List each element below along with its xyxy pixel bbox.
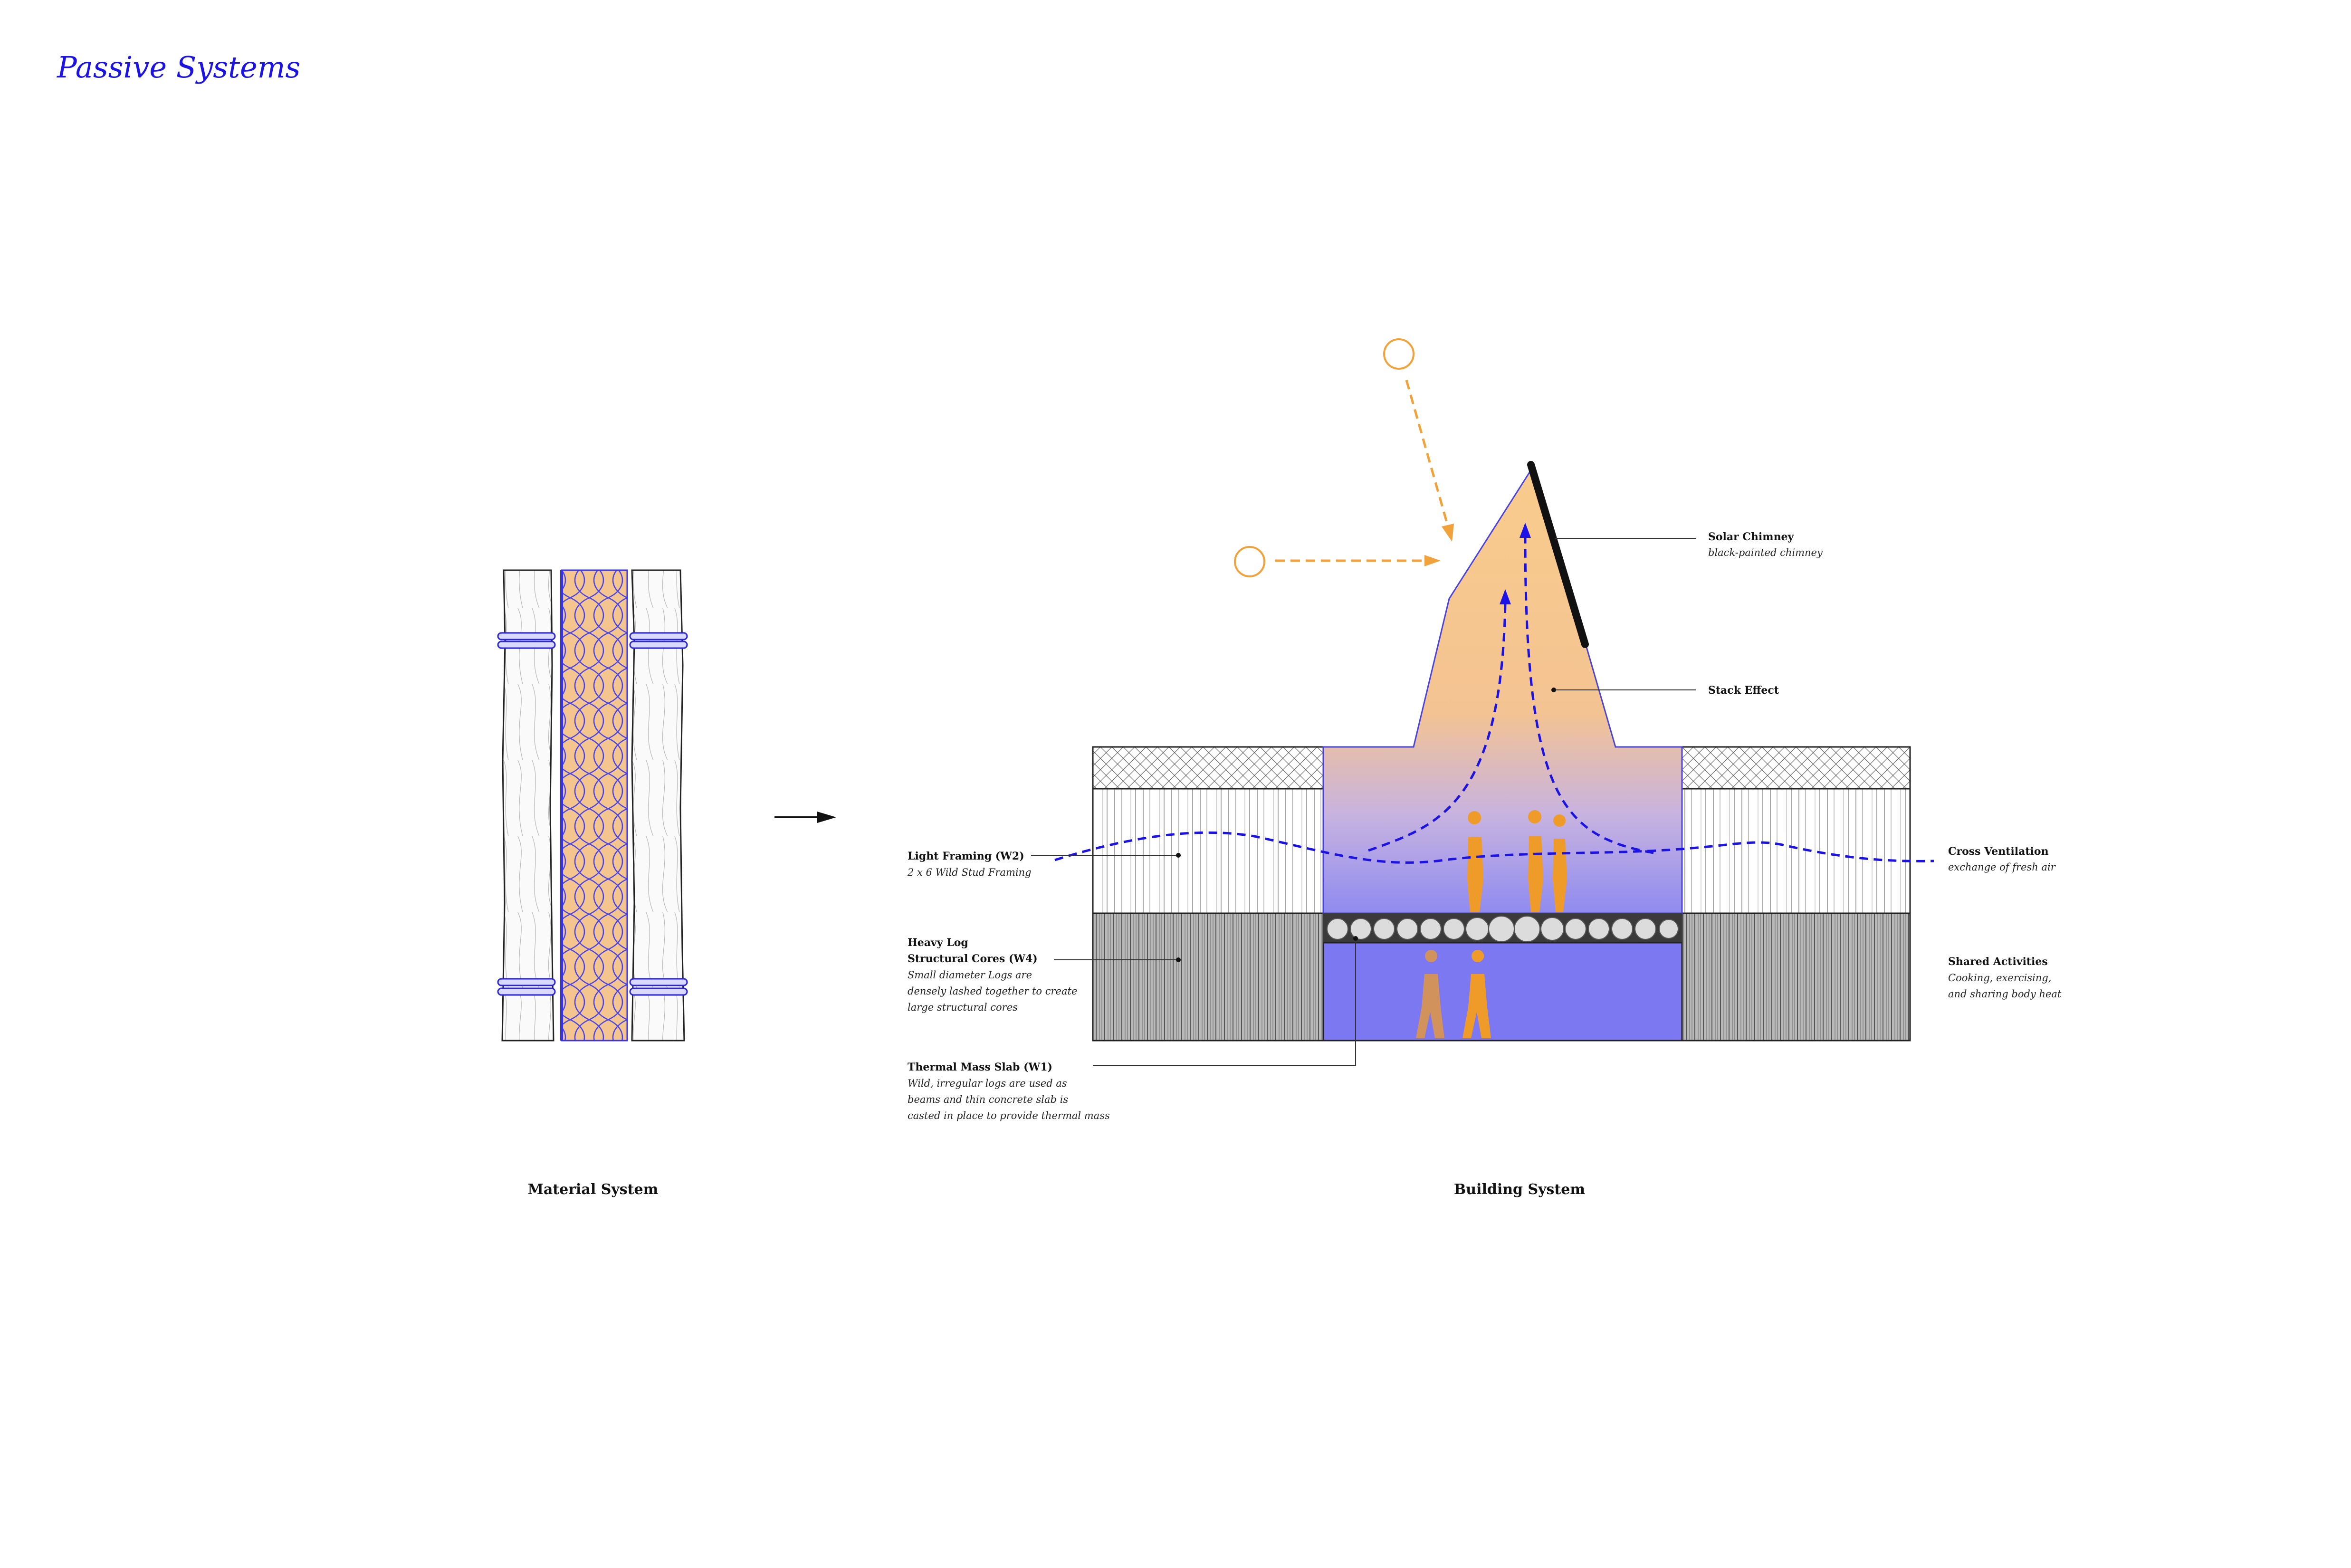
sun-icon (1234, 546, 1265, 577)
stack-arrow-head-left (1500, 589, 1511, 604)
svg-text:Shared Activities: Shared Activities (1948, 956, 2048, 968)
label-heavy-log: Heavy Log Structural Cores (W4) Small di… (908, 937, 1077, 1013)
arrow-right-icon (774, 812, 836, 823)
label-solar-chimney: Solar Chimney black-painted chimney (1708, 531, 1823, 558)
stack-arrow-head-right (1520, 523, 1531, 538)
svg-text:large structural cores: large structural cores (908, 1002, 1018, 1013)
label-stack-effect: Stack Effect (1708, 684, 1779, 697)
svg-text:Wild, irregular logs are used: Wild, irregular logs are used as (908, 1078, 1067, 1089)
label-light-framing: Light Framing (W2) 2 x 6 Wild Stud Frami… (907, 850, 1032, 878)
svg-text:Light Framing (W2): Light Framing (W2) (908, 850, 1024, 862)
svg-text:Small diameter Logs are: Small diameter Logs are (908, 969, 1032, 981)
black-chimney-strip (1527, 461, 1589, 648)
solar-arrow-head (1424, 555, 1441, 566)
label-cross-ventilation: Cross Ventilation exchange of fresh air (1948, 845, 2056, 873)
svg-text:and sharing body heat: and sharing body heat (1948, 988, 2062, 1000)
caption-material-system: Material System (528, 1181, 659, 1198)
svg-text:Solar Chimney: Solar Chimney (1708, 531, 1795, 543)
annotation-leaders (1031, 536, 1696, 1066)
svg-text:Heavy Log: Heavy Log (908, 937, 968, 949)
label-thermal-mass: Thermal Mass Slab (W1) Wild, irregular l… (908, 1061, 1110, 1121)
solar-arrow-head (1442, 524, 1454, 542)
label-shared-activities: Shared Activities Cooking, exercising, a… (1948, 956, 2062, 1000)
people-figures (1416, 810, 1567, 1038)
building-system-section (1054, 338, 1934, 1042)
svg-text:2 x 6 Wild Stud Framing: 2 x 6 Wild Stud Framing (907, 867, 1032, 878)
svg-text:casted in place to provide the: casted in place to provide thermal mass (908, 1110, 1110, 1121)
sun-icon (1383, 338, 1414, 370)
svg-text:densely lashed together to cre: densely lashed together to create (908, 985, 1077, 997)
stack-effect-arrows (1368, 536, 1654, 854)
svg-text:Structural Cores (W4): Structural Cores (W4) (908, 953, 1038, 965)
svg-text:black-painted chimney: black-painted chimney (1708, 547, 1823, 558)
svg-text:Stack Effect: Stack Effect (1708, 684, 1779, 697)
caption-building-system: Building System (1454, 1181, 1585, 1198)
lashing-straps (497, 632, 688, 996)
svg-text:Cooking, exercising,: Cooking, exercising, (1948, 972, 2051, 984)
slab-logs (1327, 916, 1679, 942)
svg-text:Thermal Mass Slab (W1): Thermal Mass Slab (W1) (908, 1061, 1052, 1073)
page-title: Passive Systems (57, 50, 301, 85)
svg-text:beams and thin concrete slab: beams and thin concrete slab is (908, 1094, 1068, 1105)
svg-text:Cross Ventilation: Cross Ventilation (1948, 845, 2049, 858)
material-system-section (497, 569, 688, 1042)
svg-text:exchange of fresh air: exchange of fresh air (1948, 861, 2056, 873)
cross-ventilation-arrow (1054, 831, 1934, 864)
